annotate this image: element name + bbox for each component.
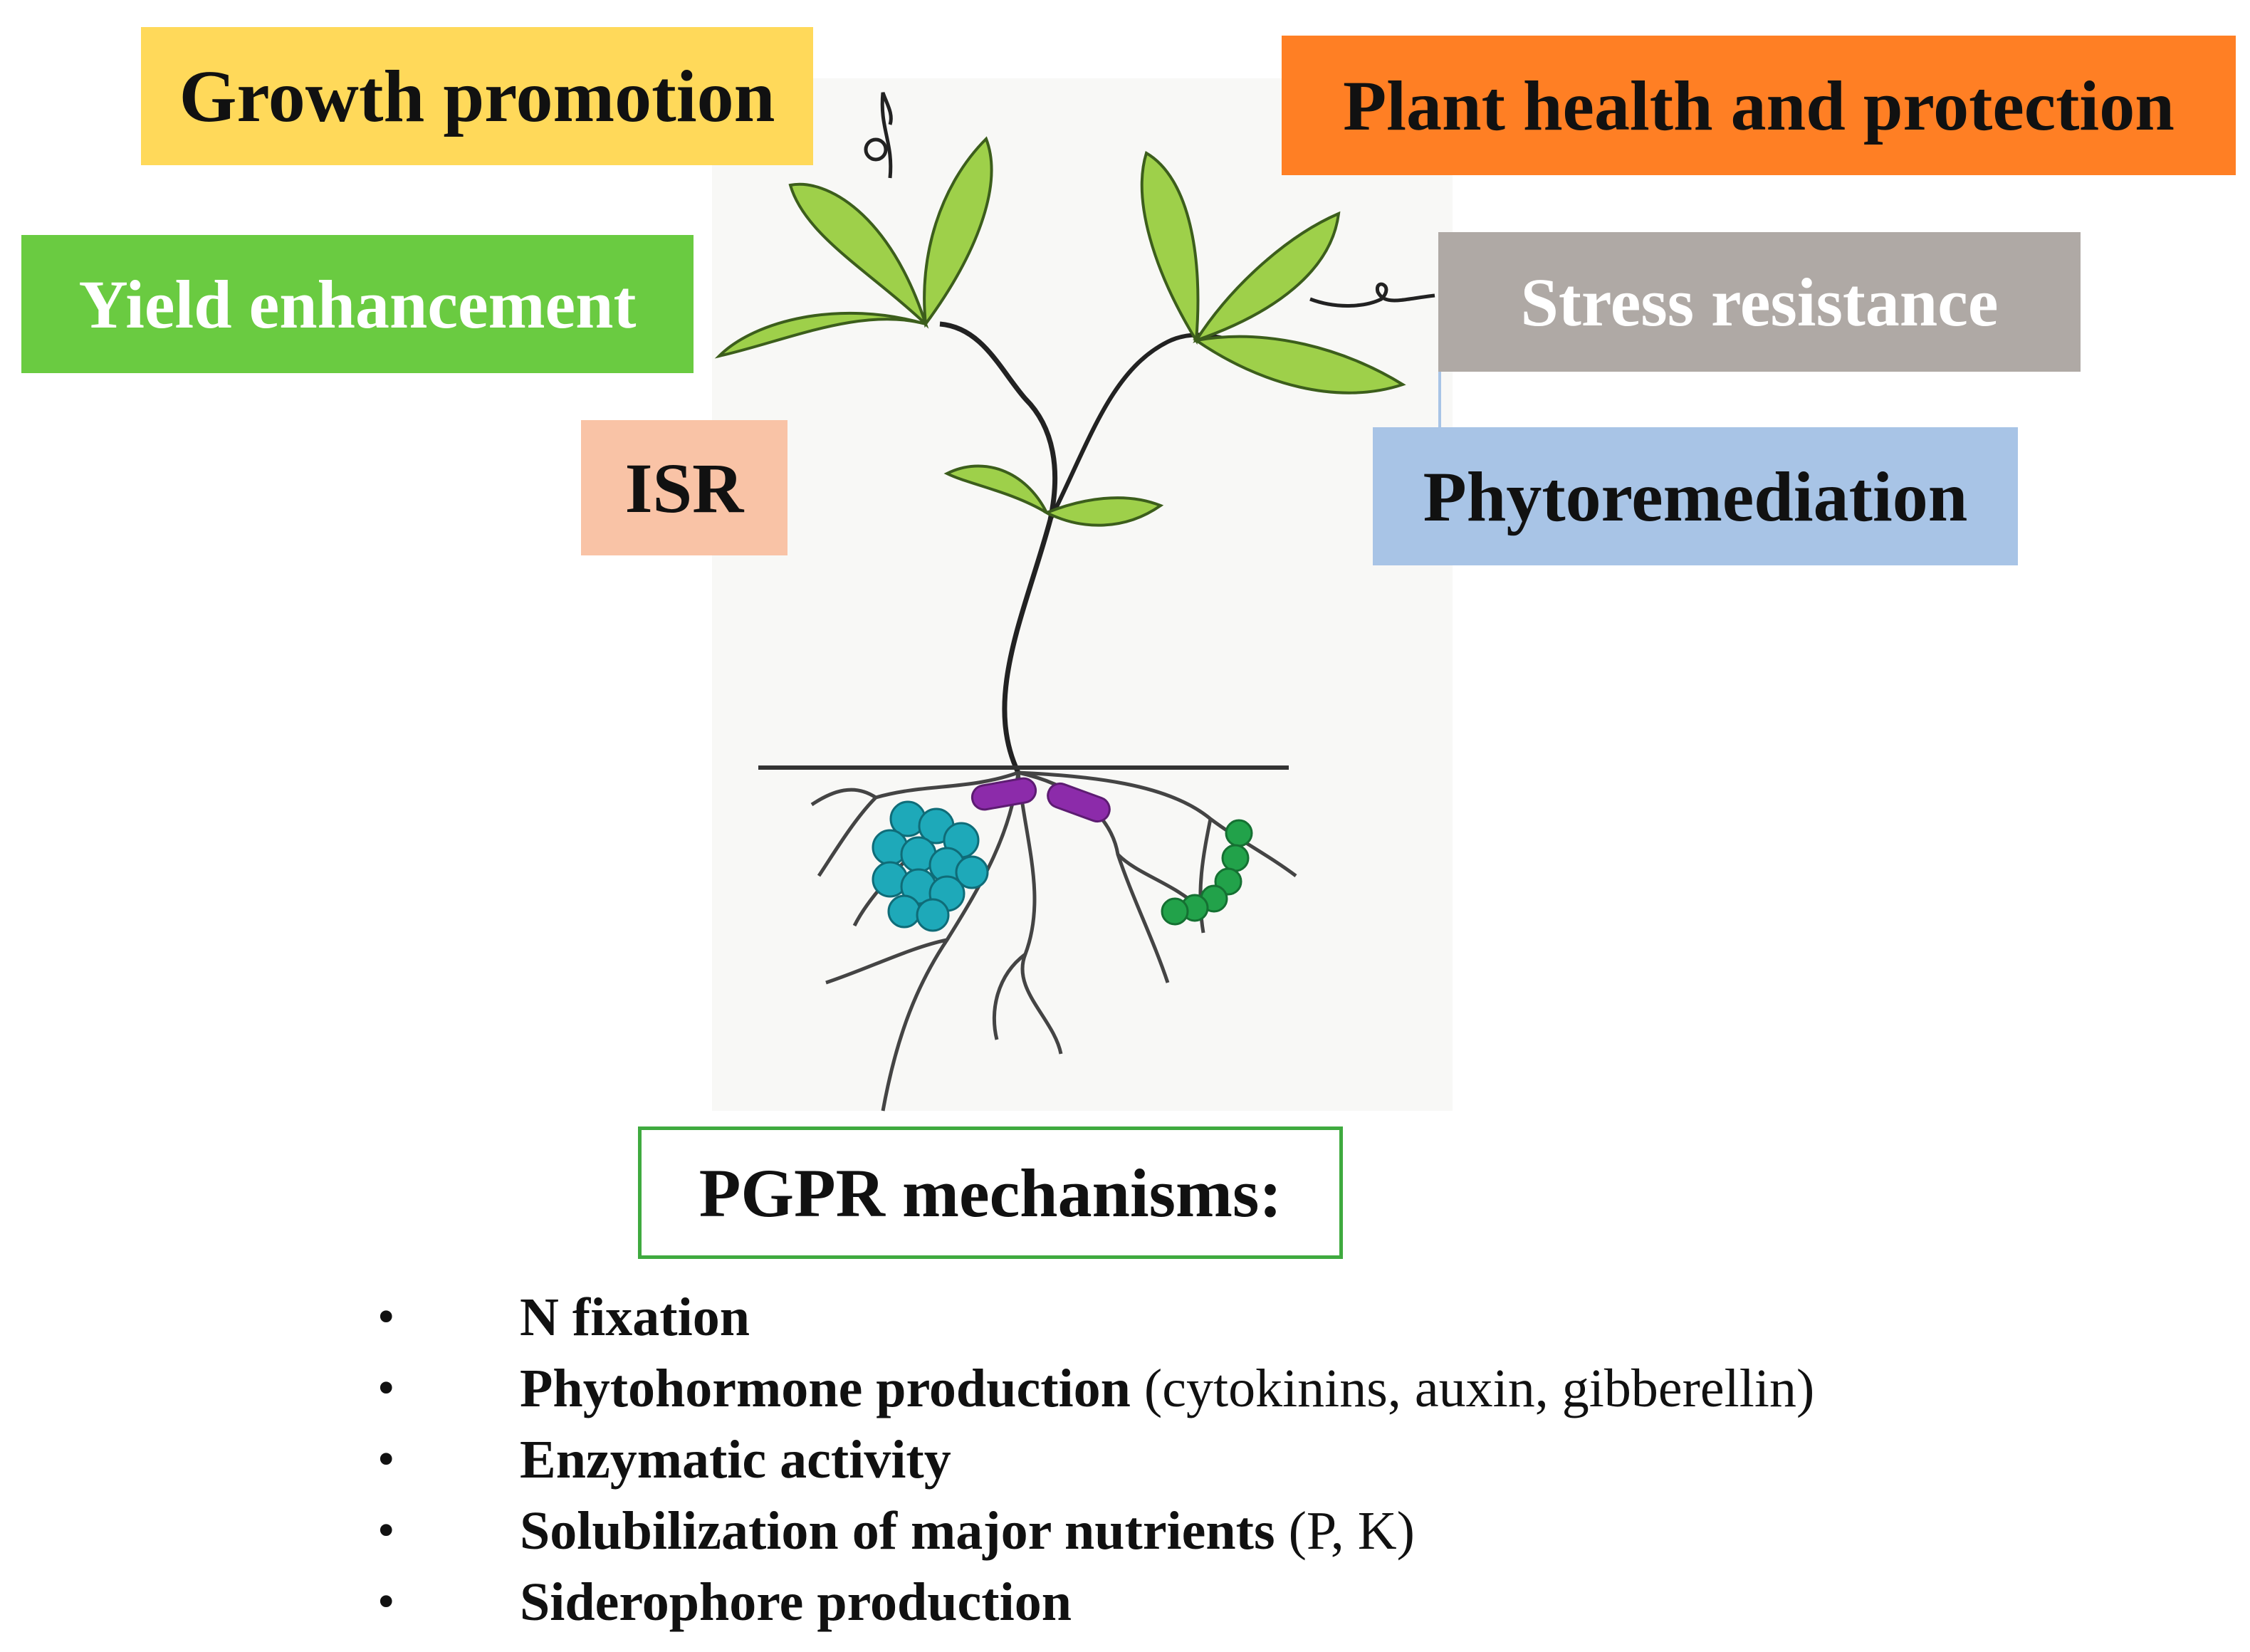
plant-health-label: Plant health and protection <box>1343 66 2175 145</box>
mechanism-bold: Solubilization of major nutrients <box>520 1500 1275 1561</box>
mechanism-bold: Phytohormone production <box>520 1358 1131 1418</box>
mechanism-text: Solubilization of major nutrients (P, K) <box>520 1500 1415 1562</box>
plant-background <box>712 78 1453 1111</box>
rod-bacteria <box>970 777 1111 823</box>
isr-label: ISR <box>624 448 744 528</box>
phytoremediation-label: Phytoremediation <box>1423 456 1968 536</box>
isr-box: ISR <box>581 420 788 555</box>
mechanism-bold: N fixation <box>520 1287 750 1347</box>
right-tendril <box>1309 282 1435 308</box>
roots <box>810 770 1297 1112</box>
mechanism-detail: (cytokinins, auxin, gibberellin) <box>1130 1358 1815 1418</box>
bullet: • <box>377 1361 395 1416</box>
left-tendril <box>880 92 893 179</box>
pgpr-mechanisms-box: PGPR mechanisms: <box>638 1126 1343 1259</box>
mechanism-text: Siderophore production <box>520 1572 1072 1633</box>
left-tendril-curl <box>864 137 888 162</box>
lower-leaves <box>943 464 1164 527</box>
growth-promotion-label: Growth promotion <box>179 55 775 137</box>
mechanism-bold: Enzymatic activity <box>520 1429 951 1490</box>
stress-resistance-box: Stress resistance <box>1438 232 2081 372</box>
mechanism-text: N fixation <box>520 1287 750 1349</box>
bullet: • <box>377 1432 395 1487</box>
pgpr-mechanisms-label: PGPR mechanisms: <box>698 1154 1282 1231</box>
mechanism-detail: (P, K) <box>1275 1500 1415 1561</box>
mechanism-text: Phytohormone production (cytokinins, aux… <box>520 1358 1814 1420</box>
chain-bacteria <box>1161 819 1253 926</box>
yield-enhancement-box: Yield enhancement <box>21 235 694 373</box>
growth-promotion-box: Growth promotion <box>141 27 813 165</box>
stress-resistance-label: Stress resistance <box>1520 263 1999 340</box>
bullet: • <box>377 1290 395 1344</box>
mechanism-bold: Siderophore production <box>520 1572 1072 1632</box>
left-leaf-cluster <box>714 136 993 359</box>
coccus-cluster-bacteria <box>872 800 989 932</box>
yield-enhancement-label: Yield enhancement <box>78 266 637 343</box>
bullet: • <box>377 1503 395 1558</box>
plant-health-box: Plant health and protection <box>1282 36 2236 175</box>
main-stem <box>939 321 1058 774</box>
mechanism-text: Enzymatic activity <box>520 1429 951 1491</box>
right-leaf-cluster <box>1140 150 1406 394</box>
bullet: • <box>377 1574 395 1629</box>
phytoremediation-box: Phytoremediation <box>1373 427 2018 565</box>
